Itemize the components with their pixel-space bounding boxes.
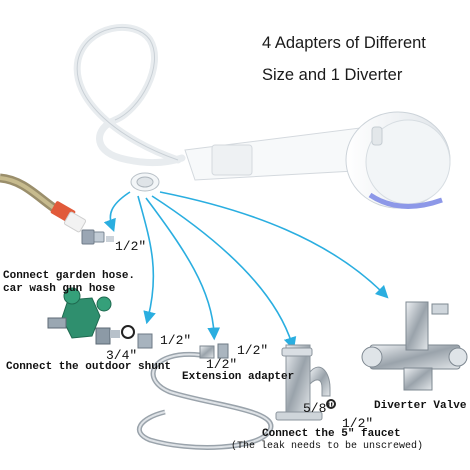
- size-label-faucet-five-eighths: 5/8": [303, 401, 335, 416]
- caption-faucet-line-1: Connect the 5" faucet: [262, 428, 401, 440]
- caption-garden-line-1: Connect garden hose.: [3, 270, 136, 282]
- arrow-extension: [145, 197, 221, 341]
- arrow-faucet: [151, 195, 297, 351]
- headline-line-2: Size and 1 Diverter: [262, 66, 403, 84]
- arrow-shunt: [137, 195, 156, 325]
- size-label-extension-a: 1/2": [237, 343, 269, 358]
- outdoor-shunt-illustration: [47, 287, 153, 349]
- caption-garden-line-2: car wash gun hose: [3, 283, 116, 295]
- size-label-extension-b: 1/2": [206, 357, 238, 372]
- headline-line-1: 4 Adapters of Different: [262, 34, 426, 52]
- arrow-diverter: [159, 191, 389, 299]
- connection-arrows: [103, 191, 389, 351]
- size-label-garden: 1/2": [115, 239, 147, 254]
- shower-head: [184, 111, 451, 209]
- size-label-shunt-half: 1/2": [160, 333, 192, 348]
- size-label-shunt-three-quarter: 3/4": [106, 348, 138, 363]
- caption-faucet-line-2: (The leak needs to be unscrewed): [231, 441, 424, 452]
- arrow-garden: [103, 191, 131, 233]
- hose-connector: [130, 172, 160, 192]
- caption-shunt: Connect the outdoor shunt: [6, 361, 172, 373]
- size-label-faucet-half: 1/2": [342, 416, 374, 431]
- caption-diverter: Diverter Valve: [374, 400, 467, 412]
- extension-hose-illustration: [136, 343, 274, 450]
- garden-hose-illustration: [0, 173, 114, 245]
- shower-hose: [73, 23, 186, 167]
- caption-extension: Extension adapter: [182, 371, 295, 383]
- diverter-valve-illustration: [361, 301, 468, 391]
- faucet-illustration: [275, 344, 336, 421]
